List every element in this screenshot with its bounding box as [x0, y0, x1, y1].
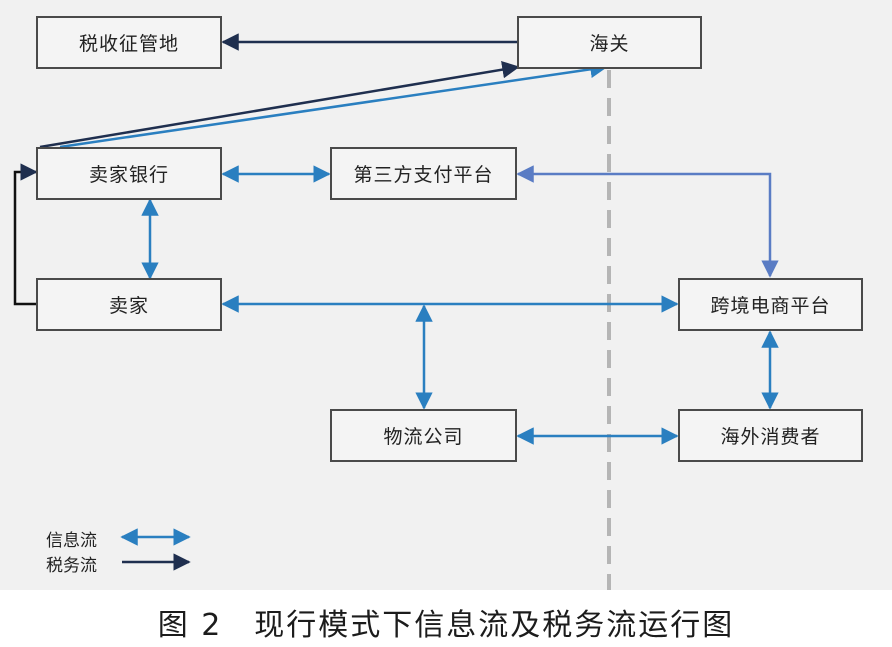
diagram-connectors — [13, 33, 779, 590]
node-third-party-payment: 第三方支付平台 — [330, 147, 517, 200]
info-flow-bank-to-customs — [59, 60, 608, 149]
node-seller: 卖家 — [36, 278, 222, 331]
figure-caption: 图 2 现行模式下信息流及税务流运行图 — [157, 607, 735, 643]
node-tax-authority: 税收征管地 — [36, 16, 222, 69]
node-logistics: 物流公司 — [330, 409, 517, 462]
legend-info-label: 信息流 — [46, 531, 97, 551]
node-overseas-consumer: 海外消费者 — [678, 409, 863, 462]
tax-flow-bank-to-customs — [39, 60, 520, 149]
tax-flow-seller-to-bank — [13, 163, 38, 306]
legend-tax-label: 税务流 — [46, 556, 97, 576]
node-seller-bank: 卖家银行 — [36, 147, 222, 200]
node-cross-border-platform: 跨境电商平台 — [678, 278, 863, 331]
info-flow-payment-platform — [516, 165, 779, 278]
node-customs: 海关 — [517, 16, 702, 69]
flow-diagram: 税收征管地 海关 卖家银行 第三方支付平台 卖家 跨境电商平台 物流公司 海外消… — [0, 0, 892, 590]
